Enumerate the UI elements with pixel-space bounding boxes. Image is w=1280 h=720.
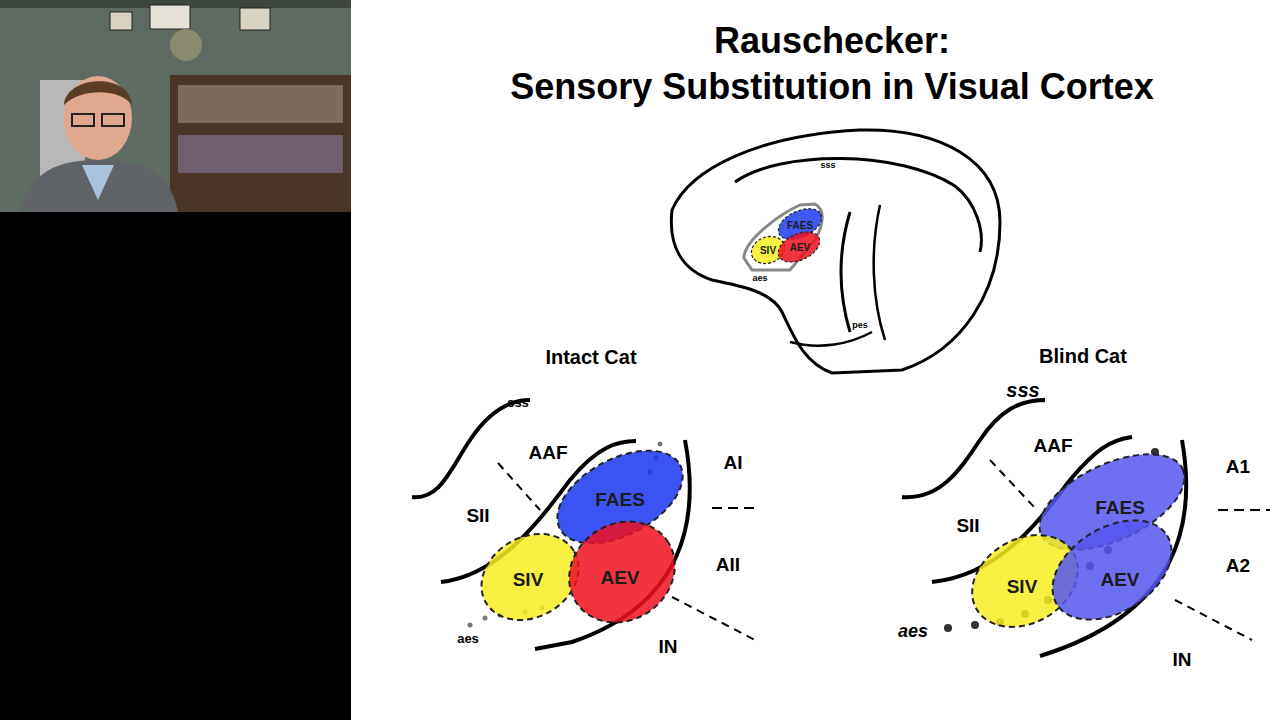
area-name: SIV xyxy=(1007,576,1038,598)
area-name: FAES xyxy=(595,489,645,511)
glasses xyxy=(72,114,94,126)
black-panel xyxy=(0,212,351,720)
area-name: FAES xyxy=(787,220,813,231)
panel-title: Intact Cat xyxy=(545,346,636,369)
area-ellipse xyxy=(1035,500,1190,640)
dot xyxy=(658,442,663,447)
dot xyxy=(971,621,979,629)
area-name: IN xyxy=(659,636,678,658)
sulcus xyxy=(790,332,872,346)
books xyxy=(178,85,343,123)
sulcus-name: sss xyxy=(507,395,529,410)
bookshelf xyxy=(170,75,351,212)
sulcus xyxy=(841,212,850,332)
area-ellipse xyxy=(774,226,825,268)
dot xyxy=(483,616,488,621)
area-ellipse xyxy=(549,501,694,643)
sulcus-name: aes xyxy=(457,631,479,646)
brain-area-ellipse: SIV xyxy=(478,530,583,625)
border-line xyxy=(672,597,755,640)
spacer xyxy=(492,18,702,28)
slide-title-block: Rauschecker: Sensory Substitution in Vis… xyxy=(492,18,1172,110)
brain-outline xyxy=(671,130,1000,373)
area-name: AEV xyxy=(790,242,811,253)
sulcus xyxy=(874,205,885,340)
border-line xyxy=(1218,509,1270,511)
person-hair xyxy=(64,81,132,105)
webcam-background xyxy=(0,0,351,212)
brain-area-ellipse: AEV xyxy=(565,515,680,630)
slide-title: Rauschecker: Sensory Substitution in Vis… xyxy=(510,20,1153,107)
area-name: AEV xyxy=(600,567,639,589)
area-name: AII xyxy=(716,554,740,576)
sulcus xyxy=(902,400,1045,497)
dot xyxy=(468,623,473,628)
area-name: AAF xyxy=(528,442,567,464)
panel-title: Blind Cat xyxy=(1039,345,1127,368)
area-name: A2 xyxy=(1226,555,1250,577)
sulcus-name: sss xyxy=(820,160,835,170)
area-name: AAF xyxy=(1033,435,1072,457)
glasses xyxy=(102,114,124,126)
globe xyxy=(170,29,202,61)
border-line xyxy=(498,463,540,510)
brain-area-ellipse: AEV xyxy=(1045,515,1180,625)
wall-frame xyxy=(150,5,190,29)
area-name: SII xyxy=(466,505,489,527)
area-name: SII xyxy=(956,515,979,537)
sulcus xyxy=(412,400,530,497)
area-name: FAES xyxy=(1095,497,1145,519)
border-line xyxy=(990,460,1035,508)
area-name: IN xyxy=(1173,649,1192,671)
area-name: AEV xyxy=(1100,569,1139,591)
person-shirt xyxy=(82,165,114,200)
brain-area-ellipse: AEV xyxy=(776,232,822,262)
sulcus-name: aes xyxy=(898,621,928,642)
sulcus-name: aes xyxy=(752,273,767,283)
area-name: AI xyxy=(724,452,743,474)
area-name: SIV xyxy=(760,245,776,256)
books xyxy=(178,135,343,173)
area-name: SIV xyxy=(513,569,544,591)
dot xyxy=(944,624,952,632)
person-head xyxy=(64,76,132,160)
sulcus-name: sss xyxy=(1006,379,1039,402)
border-line xyxy=(712,507,757,509)
border-line xyxy=(1175,600,1252,640)
wall-frame xyxy=(240,8,270,30)
area-name: A1 xyxy=(1226,456,1250,478)
spacer xyxy=(962,18,1172,28)
sulcus-name: pes xyxy=(852,320,868,330)
wall-frame xyxy=(110,12,132,30)
person-jacket xyxy=(20,160,178,212)
